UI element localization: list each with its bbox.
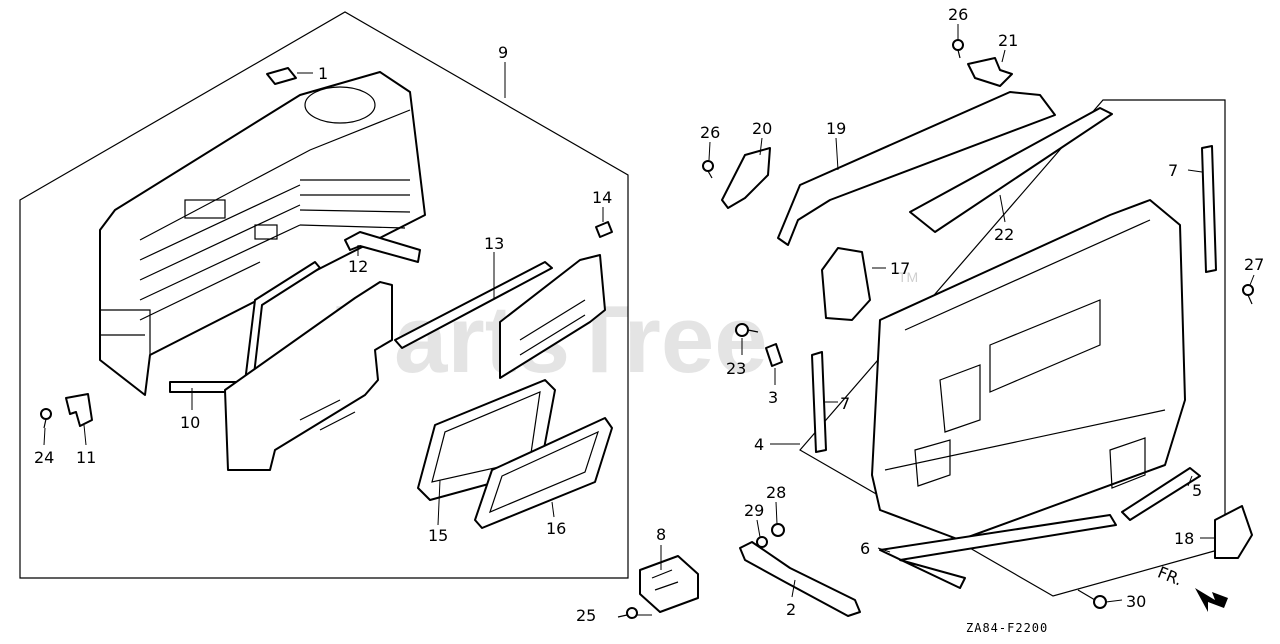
callout-23: 23	[726, 359, 746, 378]
callout-7-left: 7	[840, 394, 850, 413]
screw-24-part	[40, 408, 52, 429]
cap-18-part	[1214, 505, 1253, 559]
callout-10: 10	[180, 413, 200, 432]
callout-5: 5	[1192, 481, 1202, 500]
callout-7-right: 7	[1168, 161, 1178, 180]
screw-26-left-part	[702, 160, 714, 179]
callout-3: 3	[768, 388, 778, 407]
seal-10-part	[169, 261, 321, 393]
callout-26-left: 26	[700, 123, 720, 142]
bolt-30-part	[1077, 589, 1107, 609]
screw-26-top-part	[952, 39, 964, 59]
callout-2: 2	[786, 600, 796, 619]
callout-13: 13	[484, 234, 504, 253]
small-plug-part	[266, 67, 297, 85]
callout-11: 11	[76, 448, 96, 467]
seal-5-part	[1121, 467, 1201, 521]
front-cover-4-part	[871, 199, 1186, 541]
callout-24: 24	[34, 448, 54, 467]
callout-4: 4	[754, 435, 764, 454]
seal-12-part	[344, 231, 421, 263]
front-direction-arrow: FR.	[1155, 563, 1228, 612]
callout-6: 6	[860, 539, 870, 558]
bolt-23-part	[735, 323, 759, 337]
left-assembly-outline	[19, 11, 629, 579]
callout-27: 27	[1244, 255, 1264, 274]
right-assembly-outline	[799, 99, 1226, 597]
callout-14: 14	[592, 188, 612, 207]
handle-19-part	[777, 91, 1056, 246]
block-14-part	[595, 221, 613, 238]
callout-18: 18	[1174, 529, 1194, 548]
plate-part	[499, 254, 606, 379]
side-cover-part	[99, 71, 426, 396]
callout-22: 22	[994, 225, 1014, 244]
latch-8-part	[639, 555, 699, 613]
strip-7-right-part	[1201, 145, 1217, 273]
leader-lines	[43, 24, 1255, 616]
front-arrow-label: FR.	[1155, 563, 1185, 590]
bracket-11-part	[65, 393, 93, 427]
callout-28: 28	[766, 483, 786, 502]
callout-labels: 1 2 3 4 5 6 7 7 8 9 10 11 12 13 14 15 16…	[34, 5, 1264, 625]
callout-8: 8	[656, 525, 666, 544]
rail-22-part	[909, 107, 1113, 233]
callout-26-top: 26	[948, 5, 968, 24]
gasket-frame-16-part	[474, 417, 613, 529]
callout-15: 15	[428, 526, 448, 545]
callout-25: 25	[576, 606, 596, 625]
callout-29: 29	[744, 501, 764, 520]
screw-27-part	[1242, 284, 1254, 305]
callout-17: 17	[890, 259, 910, 278]
bracket-2-part	[739, 541, 861, 617]
diagram-code: ZA84-F2200	[966, 621, 1048, 635]
callout-16: 16	[546, 519, 566, 538]
bracket-20-part	[721, 147, 771, 209]
bracket-17-part	[821, 247, 871, 321]
seal-6-part	[879, 514, 1117, 589]
callout-12: 12	[348, 257, 368, 276]
strip-13-part	[394, 261, 553, 349]
strip-7-left-part	[811, 351, 827, 453]
watermark-trademark: TM	[898, 269, 918, 285]
washer-29-part	[756, 536, 768, 548]
insulator-sheet-part	[224, 281, 393, 471]
callout-21: 21	[998, 31, 1018, 50]
clip-21-part	[967, 57, 1013, 87]
callout-9: 9	[498, 43, 508, 62]
clip-3-part	[765, 343, 783, 367]
callout-30: 30	[1126, 592, 1146, 611]
callout-20: 20	[752, 119, 772, 138]
callout-19: 19	[826, 119, 846, 138]
callout-1: 1	[318, 64, 328, 83]
screw-25-part	[617, 607, 638, 619]
nut-28-part	[771, 523, 785, 537]
